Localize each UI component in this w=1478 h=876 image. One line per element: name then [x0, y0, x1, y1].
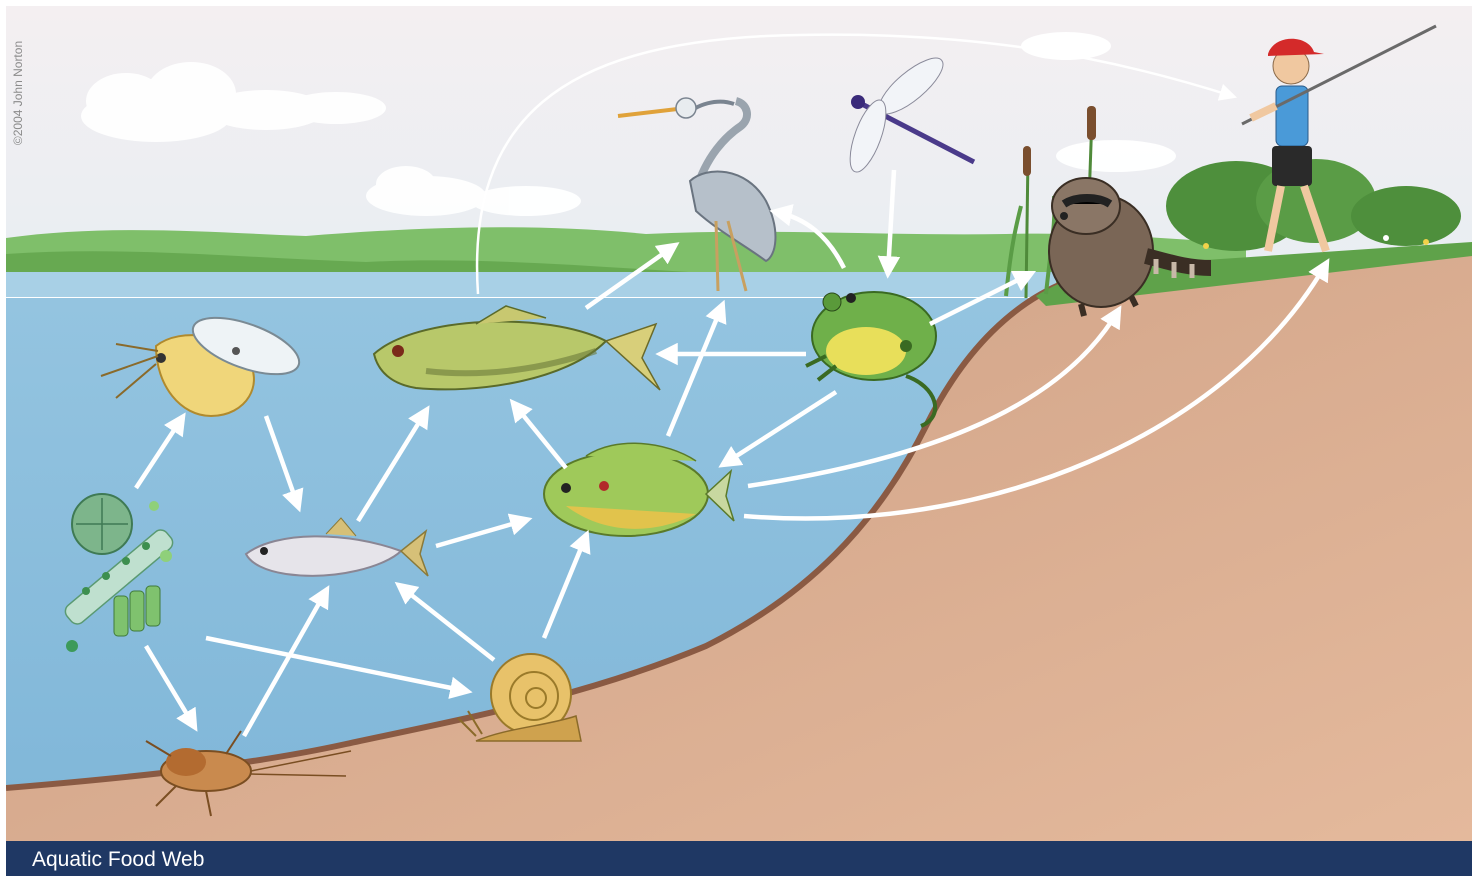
caption-bar: Aquatic Food Web — [6, 841, 1472, 876]
figure-frame: ©2004 John Norton Aquatic Food Web — [6, 6, 1472, 876]
copyright-credit: ©2004 John Norton — [11, 3, 25, 183]
lake-surface — [6, 272, 1056, 298]
food-web-scene — [6, 6, 1472, 841]
figure-caption: Aquatic Food Web — [32, 848, 204, 872]
